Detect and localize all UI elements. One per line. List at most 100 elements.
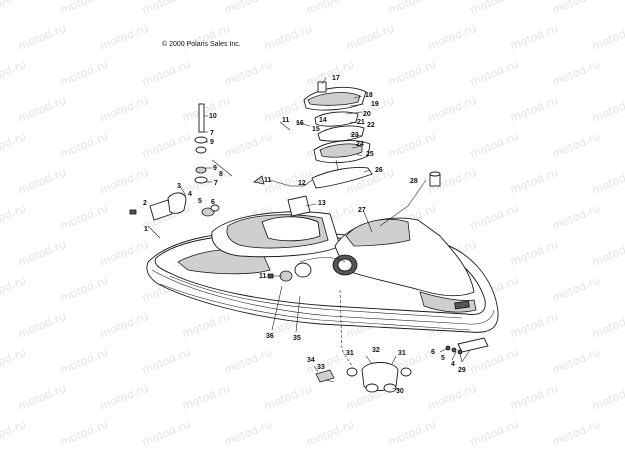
callout-6: 6 xyxy=(211,199,215,206)
callout-12: 12 xyxy=(298,180,306,187)
watermark-text: motod.ru xyxy=(0,418,28,449)
watermark-text: motod.ru xyxy=(58,0,110,17)
watermark-text: motod.ru xyxy=(550,58,602,89)
callout-8: 8 xyxy=(219,171,223,178)
callout-9b: 9 xyxy=(213,165,217,172)
callout-4: 4 xyxy=(188,191,192,198)
watermark-text: motod.ru xyxy=(386,130,438,161)
callout-labels: 1 2 3 4 5 6 7 7 8 9 9 10 11 11 11 12 13 … xyxy=(143,75,466,395)
watermark-text: motod.ru xyxy=(58,418,110,449)
watermark-text: motod.ru xyxy=(262,382,314,413)
watermark-text: motod.ru xyxy=(550,0,602,17)
callout-34: 34 xyxy=(307,357,315,364)
watermark-text: motod.ru xyxy=(16,238,68,269)
watermark-text: motod.ru xyxy=(550,346,602,377)
watermark-text: motod.ru xyxy=(0,0,28,17)
callout-36: 36 xyxy=(266,333,274,340)
watermark-text: motod.ru xyxy=(222,58,274,89)
leader-lines xyxy=(147,77,471,391)
callout-10: 10 xyxy=(209,113,217,120)
callout-13: 13 xyxy=(318,200,326,207)
left-parts xyxy=(129,103,311,282)
watermark-text: motod.ru xyxy=(222,0,274,17)
watermark-text: motod.ru xyxy=(140,418,192,449)
watermark-text: motod.ru xyxy=(590,238,625,269)
watermark-text: motod.ru xyxy=(58,202,110,233)
watermark-text: motod.ru xyxy=(140,346,192,377)
callout-2: 2 xyxy=(143,200,147,207)
watermark-text: motod.ru xyxy=(98,166,150,197)
callout-5: 5 xyxy=(198,198,202,205)
callout-20: 20 xyxy=(363,111,371,118)
watermark-text: motod.ru xyxy=(426,94,478,125)
callout-21: 21 xyxy=(357,119,365,126)
callout-31a: 31 xyxy=(346,350,354,357)
watermark-text: motod.ru xyxy=(222,130,274,161)
callout-11b: 11 xyxy=(282,117,290,124)
callout-3: 3 xyxy=(177,183,181,190)
watermark-text: motod.ru xyxy=(468,0,520,17)
top-parts xyxy=(303,81,373,189)
watermark-text: motod.ru xyxy=(550,202,602,233)
watermark-text: motod.ru xyxy=(508,382,560,413)
watermark-text: motod.ru xyxy=(508,166,560,197)
callout-29: 29 xyxy=(458,367,466,374)
watermark-text: motod.ru xyxy=(16,94,68,125)
watermark-text: motod.ru xyxy=(468,58,520,89)
watermark-text: motod.ru xyxy=(180,310,232,341)
watermark-text: motod.ru xyxy=(590,382,625,413)
watermark-text: motod.ru xyxy=(468,346,520,377)
watermark-text: motod.ru xyxy=(550,418,602,449)
watermark-text: motod.ru xyxy=(590,22,625,53)
watermark-text: motod.ru xyxy=(550,274,602,305)
callout-6b: 6 xyxy=(431,349,435,356)
copyright-text: © 2000 Polaris Sales Inc. xyxy=(162,40,241,48)
callout-9a: 9 xyxy=(210,139,214,146)
watermark-text: motod.ru xyxy=(58,58,110,89)
watermark-text: motod.ru xyxy=(508,22,560,53)
callout-25: 25 xyxy=(366,151,374,158)
watermark-text: motod.ru xyxy=(98,310,150,341)
watermark-text: motod.ru xyxy=(0,58,28,89)
right-parts xyxy=(429,171,489,355)
watermark-text: motod.ru xyxy=(180,382,232,413)
watermark-text: motod.ru xyxy=(140,58,192,89)
callout-31b: 31 xyxy=(398,350,406,357)
watermark-text: motod.ru xyxy=(590,310,625,341)
watermark-text: motod.ru xyxy=(426,22,478,53)
callout-4b: 4 xyxy=(451,361,455,368)
watermark-text: motod.ru xyxy=(426,382,478,413)
watermark-text: motod.ru xyxy=(468,130,520,161)
watermark-text: motod.ru xyxy=(304,58,356,89)
watermark-text: motod.ru xyxy=(58,346,110,377)
callout-11c: 11 xyxy=(259,273,267,280)
callout-14: 14 xyxy=(319,117,327,124)
callout-30: 30 xyxy=(396,388,404,395)
watermark-text: motod.ru xyxy=(468,202,520,233)
watermark-text: motod.ru xyxy=(180,22,232,53)
callout-23: 23 xyxy=(351,132,359,139)
callout-19: 19 xyxy=(371,101,379,108)
callout-24: 24 xyxy=(356,141,364,148)
callout-5b: 5 xyxy=(441,355,445,362)
watermark-text: motod.ru xyxy=(140,130,192,161)
watermark-text: motod.ru xyxy=(98,22,150,53)
callout-16: 16 xyxy=(296,120,304,127)
watermark-text: motod.ru xyxy=(590,94,625,125)
callout-28: 28 xyxy=(410,178,418,185)
watermark-text: motod.ru xyxy=(304,418,356,449)
watermark-text: motod.ru xyxy=(98,94,150,125)
watermark-text: motod.ru xyxy=(140,0,192,17)
watermark-text: motod.ru xyxy=(508,310,560,341)
callout-11a: 11 xyxy=(264,177,272,184)
watermark-text: motod.ru xyxy=(386,0,438,17)
watermark-text: motod.ru xyxy=(386,58,438,89)
watermark-text: motod.ru xyxy=(508,238,560,269)
callout-7b: 7 xyxy=(214,180,218,187)
watermark-text: motod.ru xyxy=(58,274,110,305)
watermark-text: motod.ru xyxy=(386,418,438,449)
watermark-text: motod.ru xyxy=(16,22,68,53)
watermark-text: motod.ru xyxy=(0,346,28,377)
watermark-text: motod.ru xyxy=(0,274,28,305)
